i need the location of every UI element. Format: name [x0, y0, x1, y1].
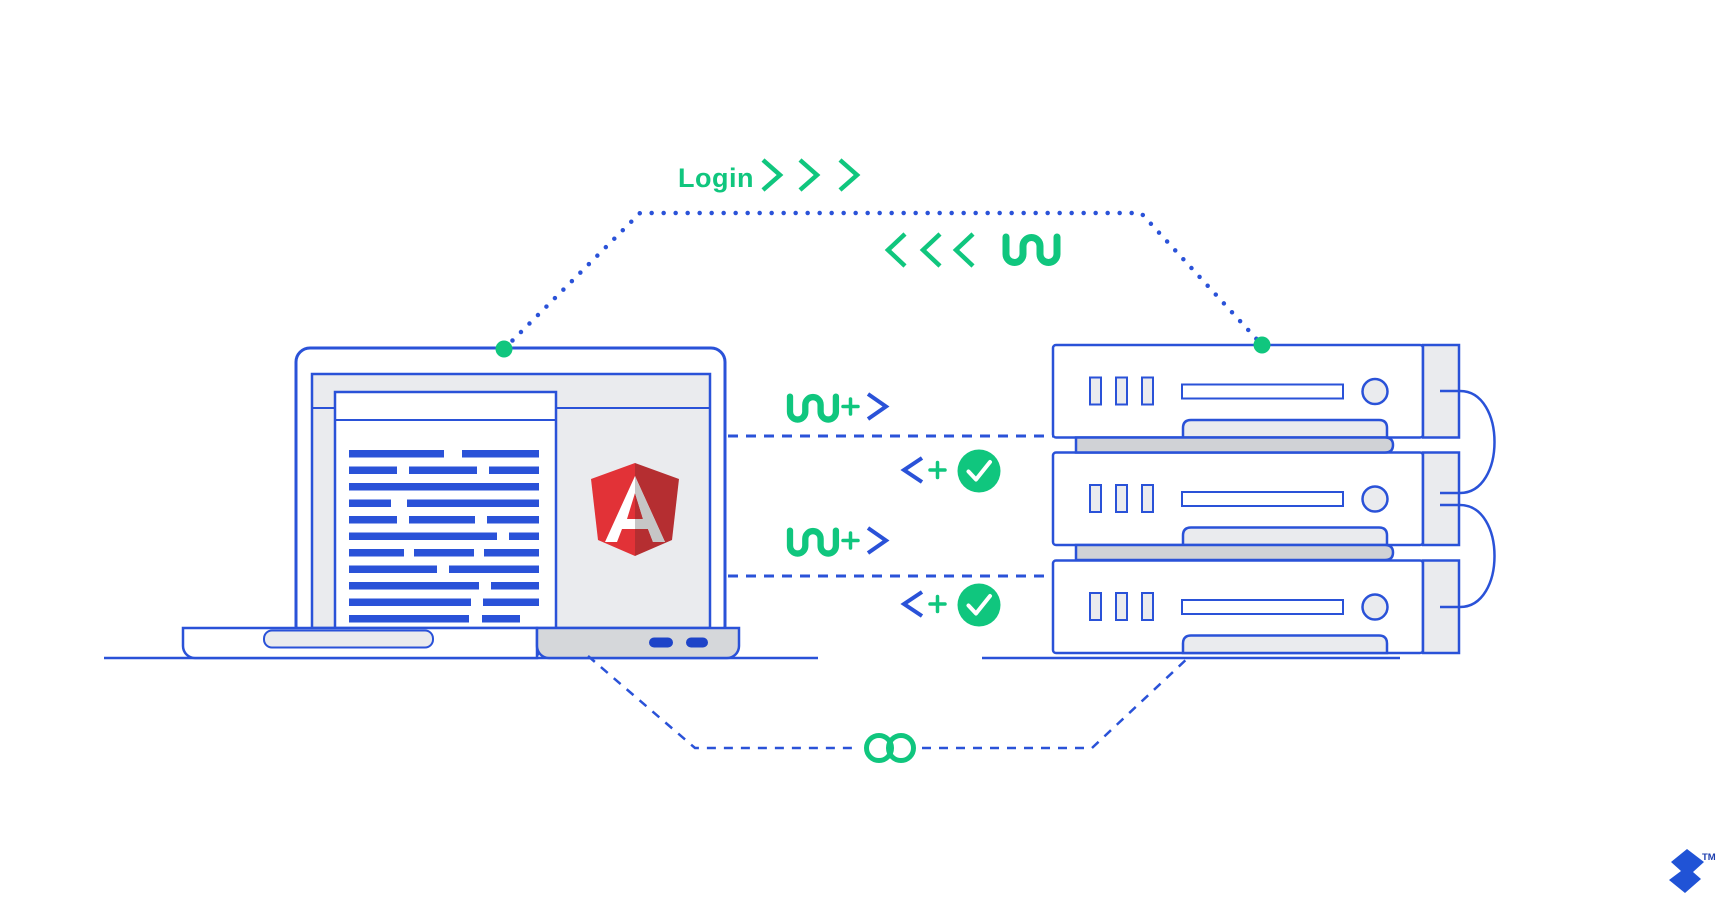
chevron-left-icon — [900, 456, 924, 484]
toptal-logo: TM — [1669, 849, 1716, 893]
chevron-left-icon — [900, 590, 924, 618]
rack-tray — [1074, 543, 1395, 562]
code-line-segment — [483, 598, 539, 606]
login-label: Login — [678, 163, 754, 193]
code-line-segment — [491, 582, 539, 590]
laptop-dock — [535, 626, 741, 660]
code-line-segment — [349, 516, 397, 524]
laptop-keyboard-area — [263, 629, 434, 649]
check-badge-icon — [955, 447, 1003, 495]
code-line-segment — [349, 499, 391, 507]
server-unit-1 — [1051, 343, 1461, 439]
request-with-token-row — [790, 526, 890, 555]
code-line-segment — [482, 615, 520, 623]
plus-icon — [841, 531, 860, 550]
code-line-segment — [487, 516, 539, 524]
code-line-segment — [349, 598, 471, 606]
request-with-token-row — [790, 392, 890, 421]
dock-led — [686, 637, 708, 648]
infinity-icon — [864, 733, 916, 763]
chevrons-left-icon — [884, 232, 975, 268]
dock-led — [649, 637, 673, 648]
code-line-segment — [409, 516, 475, 524]
dotted-request-line — [501, 210, 1265, 352]
chevrons-right-icon — [761, 158, 861, 192]
code-line-segment — [449, 565, 539, 573]
code-line-segment — [349, 532, 497, 540]
code-line-segment — [349, 615, 469, 623]
trademark-label: TM — [1702, 852, 1716, 863]
middle-flow — [728, 392, 1053, 629]
response-verified-row — [900, 447, 1003, 495]
toptal-logo-icon — [1669, 849, 1704, 893]
code-line-segment — [489, 466, 539, 474]
angular-logo-icon — [591, 463, 679, 556]
code-line-segment — [407, 499, 539, 507]
plus-icon — [841, 397, 860, 416]
code-line-segment — [349, 466, 397, 474]
connection-dot-client — [495, 340, 513, 358]
code-line-segment — [509, 532, 539, 540]
token-icon — [1006, 237, 1057, 263]
code-line-segment — [349, 483, 539, 491]
laptop — [181, 346, 741, 660]
code-editor-window — [333, 390, 558, 656]
token-icon — [790, 397, 836, 420]
code-line-segment — [462, 450, 539, 458]
code-line-segment — [409, 466, 477, 474]
dashed-loop-line-right — [922, 655, 1191, 750]
chevron-right-icon — [866, 392, 890, 421]
code-line-segment — [349, 565, 437, 573]
response-verified-row — [900, 581, 1003, 629]
chevron-right-icon — [866, 526, 890, 555]
connection-dot-server — [1253, 336, 1271, 354]
code-line-segment — [349, 450, 444, 458]
plus-icon — [928, 594, 947, 614]
server-unit-3 — [1051, 559, 1461, 655]
dashed-loop-line-left — [587, 655, 858, 750]
code-line-segment — [349, 549, 404, 557]
rack-tray — [1074, 436, 1395, 454]
server-unit-2 — [1051, 451, 1461, 547]
code-line-segment — [414, 549, 474, 557]
code-line-segment — [484, 549, 539, 557]
check-badge-icon — [955, 581, 1003, 629]
server-rack — [1051, 343, 1496, 655]
plus-icon — [928, 460, 947, 480]
token-icon — [790, 531, 836, 554]
top-flow: Login — [495, 158, 1271, 358]
code-line-segment — [349, 582, 479, 590]
bottom-loop — [587, 655, 1191, 763]
rack-cable — [1440, 389, 1496, 495]
rack-cable — [1440, 503, 1496, 609]
